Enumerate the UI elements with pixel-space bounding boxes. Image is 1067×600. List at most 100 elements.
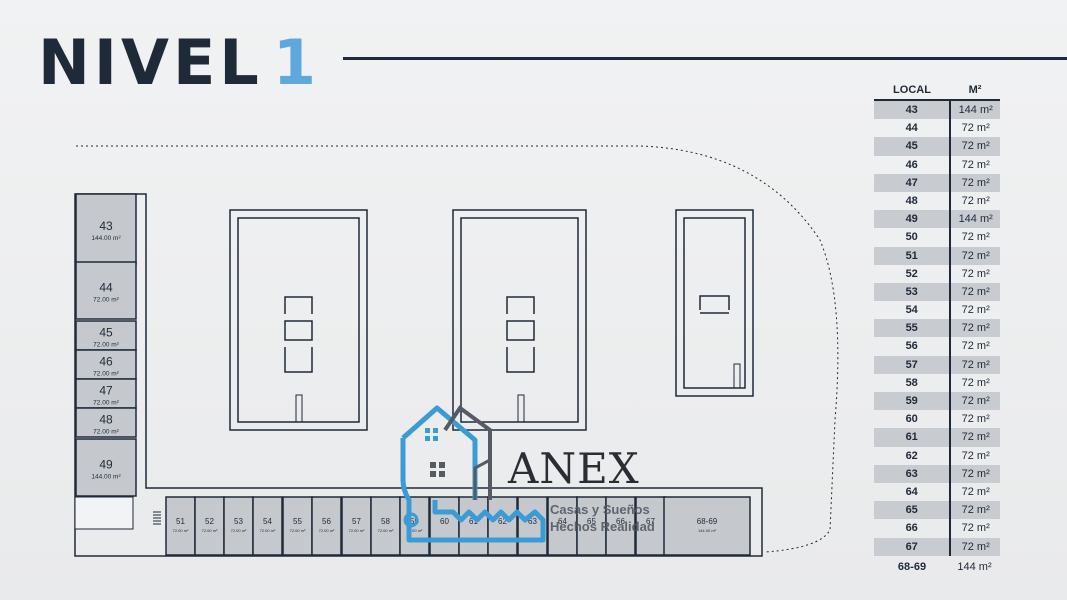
row-area: 72 m² (949, 410, 1000, 429)
row-local: 54 (905, 304, 918, 317)
unit-area: 72.00 m² (93, 342, 119, 349)
unit-66: 66 (605, 496, 636, 556)
unit-58: 58 72.00 m² (370, 496, 401, 556)
site-boundary (76, 145, 839, 553)
unit-area: 72.00 m² (260, 528, 276, 533)
unit-number: 60 (440, 517, 449, 526)
row-area: 72 m² (949, 191, 1000, 211)
row-local: 44 (905, 122, 918, 135)
row-local: 51 (905, 249, 918, 262)
unit-number: 54 (263, 517, 272, 526)
unit-number: 55 (293, 517, 302, 526)
row-local: 60 (905, 413, 918, 426)
row-area: 72 m² (949, 373, 1000, 392)
row-area: 72 m² (949, 319, 1000, 338)
row-local: 55 (905, 322, 918, 335)
row-local: 59 (905, 395, 918, 407)
row-area: 72 m² (949, 337, 1000, 356)
table-row: 51 72 m² (874, 246, 1000, 265)
row-local: 46 (905, 158, 918, 171)
row-local: 63 (905, 467, 918, 480)
watermark-slogan-line2: Hechos Realidad (550, 519, 655, 534)
unit-area: 144.00 m² (91, 235, 121, 242)
unit-52: 52 72.00 m² (194, 496, 225, 556)
unit-area: 72.00 m² (93, 371, 119, 378)
unit-number: 51 (176, 517, 185, 526)
stairs-icon (153, 511, 161, 525)
row-area: 72 m² (949, 228, 1000, 247)
unit-number: 64 (558, 517, 567, 526)
row-area: 72 m² (949, 246, 1000, 265)
unit-number: 43 (99, 219, 113, 233)
table-row: 56 72 m² (874, 337, 1000, 356)
unit-area: 72.00 m² (231, 528, 247, 533)
unit-65: 65 (576, 496, 607, 556)
row-local: 53 (905, 285, 918, 298)
unit-area: 72.00 m² (202, 528, 218, 533)
row-area: 72 m² (949, 501, 1000, 520)
unit-number: 58 (381, 517, 390, 526)
unit-number: 65 (587, 517, 596, 526)
row-area: 72 m² (949, 482, 1000, 502)
unit-61: 61 (458, 496, 489, 556)
building-outline (74, 193, 763, 557)
unit-area: 72.00 m² (378, 528, 394, 533)
title-divider (343, 57, 1067, 60)
table-row: 55 72 m² (874, 319, 1000, 338)
row-local: 67 (905, 540, 918, 553)
row-local: 56 (905, 340, 918, 353)
row-local: 43 (905, 104, 918, 116)
unit-number: 52 (205, 517, 214, 526)
unit-54: 54 72.00 m² (252, 496, 283, 556)
header-area: M² (968, 84, 982, 96)
unit-area: 72.00 m² (319, 528, 335, 533)
escalator-icon (295, 394, 303, 423)
unit-43: 43 144.00 m² (75, 193, 137, 265)
row-area: 144 m² (949, 210, 1000, 229)
row-local: 50 (905, 231, 918, 244)
row-area: 72 m² (949, 173, 1000, 192)
header-local: LOCAL (893, 84, 931, 96)
watermark-slogan-line1: Casas y Sueños (550, 502, 650, 517)
unit-number: 68-69 (697, 517, 718, 526)
unit-number: 44 (99, 281, 113, 295)
unit-area: 72.00 m² (93, 297, 119, 304)
unit-62: 62 (487, 496, 518, 556)
table-header: LOCAL M² (874, 81, 1000, 101)
unit-number: 62 (498, 517, 507, 526)
row-area: 144 m² (949, 101, 1000, 120)
row-local: 52 (905, 267, 918, 280)
row-local: 57 (905, 358, 918, 371)
table-row: 60 72 m² (874, 410, 1000, 429)
table-row: 43 144 m² (874, 101, 1000, 120)
unit-number: 48 (99, 413, 113, 427)
row-local: 45 (905, 140, 918, 153)
title-text: NIVEL (38, 26, 263, 99)
row-local: 49 (905, 213, 918, 226)
unit-area: 144.00 m² (91, 474, 121, 481)
watermark: ANEX Casas y Sueños Hechos Realidad (395, 400, 695, 550)
escalator-icon (733, 363, 741, 389)
row-area: 72 m² (949, 428, 1000, 447)
